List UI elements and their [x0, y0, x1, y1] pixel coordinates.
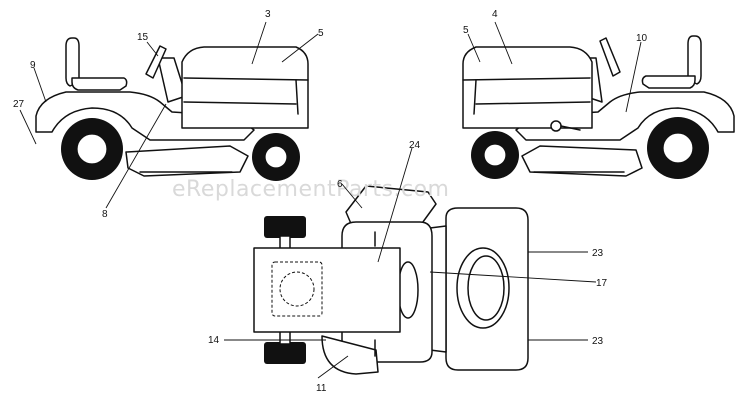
callout-9: 9 [30, 60, 36, 71]
left-tractor-hood [181, 46, 309, 129]
leader-10 [625, 41, 642, 113]
top-view-seat [456, 247, 510, 329]
leader-8 [105, 103, 167, 209]
leader-27 [19, 109, 37, 145]
top-view-seat-inner [467, 255, 505, 321]
right-tractor-key-stem [560, 125, 581, 131]
callout-11: 11 [316, 383, 327, 394]
callout-8: 8 [102, 209, 108, 220]
right-tractor-seat-back [687, 35, 702, 85]
left-tractor-hood-line [183, 77, 309, 81]
callout-17: 17 [596, 278, 608, 289]
callout-15: 15 [137, 32, 149, 43]
right-tractor-grille [473, 79, 477, 115]
leader-24 [377, 147, 413, 263]
watermark-text: eReplacementParts.com [172, 177, 449, 202]
leader-lines [19, 21, 642, 379]
left-tractor-grille [295, 79, 299, 115]
right-tractor-steering-wheel [599, 37, 621, 77]
callout-numbers: 3 4 5 5 6 8 9 10 11 14 15 17 23 23 24 27 [13, 9, 648, 394]
callout-14: 14 [208, 335, 220, 346]
left-tractor-rear-hub [76, 133, 108, 165]
callout-5-right: 5 [463, 25, 469, 36]
right-tractor-frame-line [475, 101, 591, 105]
callout-6: 6 [337, 179, 343, 190]
left-tractor-front-hub [264, 145, 288, 169]
left-tractor-seat-back [65, 37, 80, 87]
tractor-right-side-view [462, 35, 735, 179]
callout-24: 24 [409, 140, 421, 151]
leader-11 [317, 355, 349, 379]
left-tractor-mower-deck [125, 145, 249, 177]
right-tractor-seat-cushion [641, 75, 696, 89]
callout-4: 4 [492, 9, 498, 20]
callout-23-lower: 23 [592, 336, 604, 347]
leader-3 [251, 21, 267, 65]
left-tractor-seat-cushion [71, 77, 128, 91]
top-view-engine-outline [271, 261, 323, 317]
right-tractor-rear-hub [662, 132, 694, 164]
tractor-left-side-view [35, 37, 309, 181]
leader-9 [33, 67, 47, 103]
right-tractor-front-hub [483, 143, 507, 167]
callout-23-upper: 23 [592, 248, 604, 259]
leader-4 [494, 21, 513, 65]
top-view-front-wheel-lower [264, 342, 306, 364]
leader-15 [146, 41, 159, 57]
top-view-fuel-cap [397, 261, 419, 319]
right-tractor-key-icon [550, 120, 562, 132]
right-tractor-mower-deck [521, 145, 643, 177]
leader-17 [429, 271, 597, 283]
tractor-top-view [253, 185, 529, 375]
leader-6 [341, 183, 363, 209]
top-view-hood [253, 247, 401, 333]
callout-27: 27 [13, 99, 25, 110]
right-tractor-hood-line [462, 77, 591, 81]
callout-3: 3 [265, 9, 271, 20]
left-tractor-steering-wheel [145, 45, 167, 79]
leader-5a [281, 33, 319, 63]
right-tractor-hood [462, 46, 593, 129]
top-view-engine-circle [279, 271, 315, 307]
callout-10: 10 [636, 33, 648, 44]
leader-5b [467, 33, 481, 63]
top-view-front-wheel-upper [264, 216, 306, 238]
left-tractor-frame-line [183, 101, 297, 105]
callout-5-left: 5 [318, 28, 324, 39]
